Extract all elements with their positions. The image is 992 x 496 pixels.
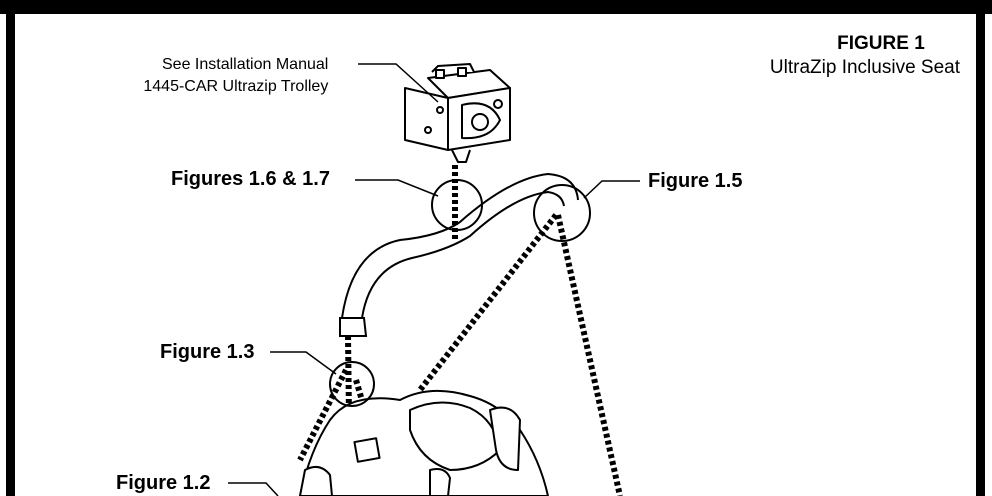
left-border [6,0,15,496]
callout-figures-1-6-1-7: Figures 1.6 & 1.7 [171,168,330,190]
callout-figure-1-3: Figure 1.3 [160,341,255,363]
top-border [0,0,992,14]
figure-subtitle: UltraZip Inclusive Seat [769,57,960,78]
installation-line-2: 1445-CAR Ultrazip Trolley [143,78,329,95]
leader-lines [228,63,640,496]
installation-line-1: See Installation Manual [162,56,329,73]
seat-frame-tube [339,172,579,337]
right-border [976,0,985,496]
trolley [404,63,511,163]
detail-circles [329,179,591,407]
callout-figure-1-2: Figure 1.2 [116,472,211,494]
callout-figure-1-5: Figure 1.5 [648,170,743,192]
seat-shell [299,389,549,496]
figure-title: FIGURE 1 [837,33,925,54]
figure-title-block: FIGURE 1 UltraZip Inclusive Seat [770,32,960,80]
installation-callout: See Installation Manual 1445-CAR Ultrazi… [138,54,328,98]
